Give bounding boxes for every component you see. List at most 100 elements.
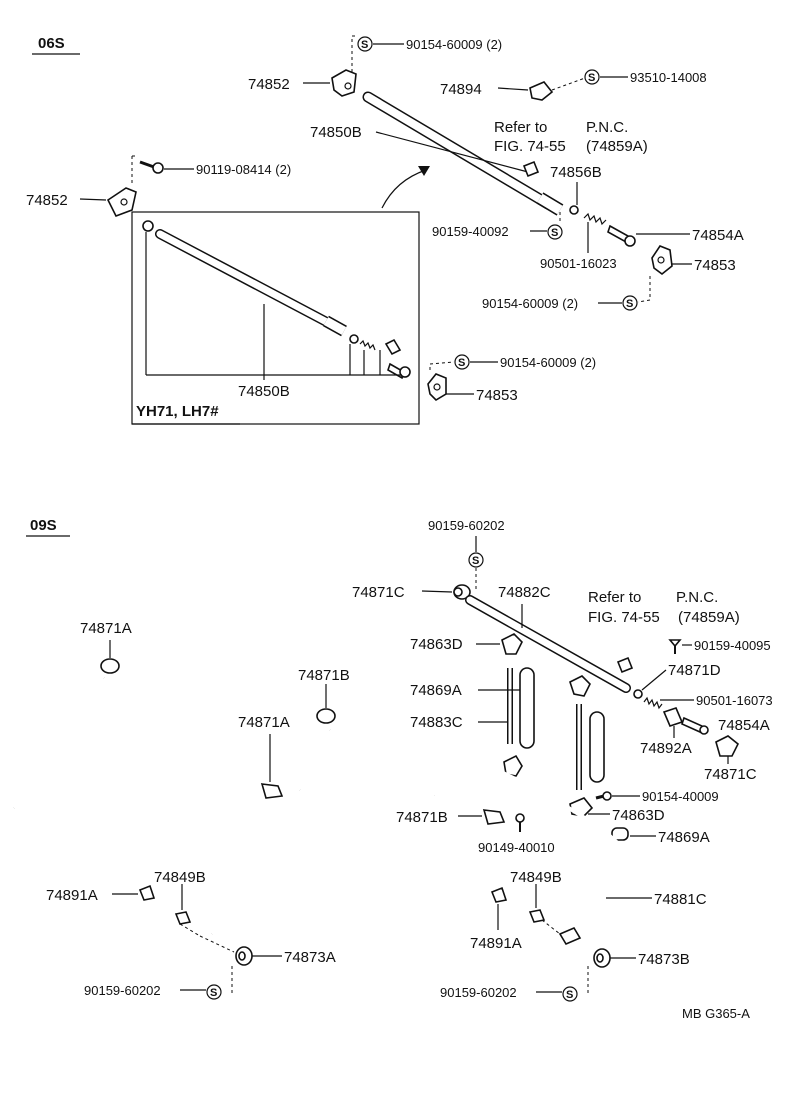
tube-right bbox=[589, 711, 605, 783]
part-label: 74871B bbox=[298, 667, 350, 684]
part-label: 90154-60009 (2) bbox=[500, 355, 596, 370]
part-label: 90159-40095 bbox=[694, 638, 771, 653]
clip-74849b-right bbox=[528, 909, 546, 923]
leader bbox=[641, 669, 667, 691]
part-label: 74891A bbox=[46, 887, 98, 904]
part-label: 74852 bbox=[248, 76, 290, 93]
bolt-90119-08414 bbox=[139, 160, 164, 174]
s-symbol: S bbox=[357, 36, 373, 52]
leader bbox=[497, 87, 529, 91]
clip-74849b-left bbox=[174, 911, 201, 937]
leader bbox=[637, 299, 651, 303]
svg-text:S: S bbox=[588, 72, 595, 84]
spring-90501-16073 bbox=[643, 696, 663, 710]
leader bbox=[541, 919, 561, 935]
cap-74871b-1 bbox=[316, 708, 336, 724]
rod-74882c bbox=[465, 595, 631, 693]
part-label: 74849B bbox=[510, 869, 562, 886]
part-label: 90154-40009 bbox=[642, 789, 719, 804]
s-symbol: S bbox=[622, 295, 638, 311]
part-label: 74863D bbox=[612, 807, 665, 824]
part-label: 74881C bbox=[654, 891, 707, 908]
part-label: 90501-16073 bbox=[696, 693, 773, 708]
inset-label: YH71, LH7# bbox=[136, 403, 219, 420]
part-label: 90159-60202 bbox=[428, 518, 505, 533]
bolt-90149-40010 bbox=[515, 813, 525, 832]
part-label: 74850B bbox=[310, 124, 362, 141]
part-label: 74873A bbox=[284, 949, 336, 966]
leader bbox=[421, 590, 453, 593]
s-symbol: S bbox=[468, 552, 484, 568]
cap-74873a bbox=[235, 946, 253, 966]
screw-90154-40009 bbox=[595, 791, 612, 801]
part-label: 90159-60202 bbox=[440, 985, 517, 1000]
part-label: 93510-14008 bbox=[630, 70, 707, 85]
ref-marker bbox=[522, 160, 540, 178]
bushing-74869a bbox=[611, 827, 629, 841]
part-label: 74894 bbox=[440, 81, 482, 98]
refer-text: Refer to bbox=[494, 119, 547, 136]
pnc-text: P.N.C. bbox=[586, 119, 628, 136]
part-label: 90159-40092 bbox=[432, 224, 509, 239]
part-label: 74871C bbox=[704, 766, 757, 783]
part-label: 74883C bbox=[410, 714, 463, 731]
svg-text:S: S bbox=[458, 357, 465, 369]
cap-74863d-top bbox=[501, 633, 523, 655]
fig-ref-text: FIG. 74-55 bbox=[494, 138, 566, 155]
frame-end-cap bbox=[558, 926, 582, 946]
leader bbox=[551, 77, 586, 91]
part-label: 90159-60202 bbox=[84, 983, 161, 998]
cap-upper-right bbox=[569, 675, 591, 697]
part-label: 74853 bbox=[476, 387, 518, 404]
s-symbol: S bbox=[454, 354, 470, 370]
part-label: 90154-60009 (2) bbox=[406, 37, 502, 52]
part-label: 90149-40010 bbox=[478, 840, 555, 855]
part-label: 74854A bbox=[718, 717, 770, 734]
part-label: 74863D bbox=[410, 636, 463, 653]
svg-text:S: S bbox=[210, 987, 217, 999]
pnc-value-text: (74859A) bbox=[678, 609, 740, 626]
svg-text:S: S bbox=[626, 298, 633, 310]
part-label: 74852 bbox=[26, 192, 68, 209]
cap-74871b-2 bbox=[482, 809, 506, 825]
cap-74873b bbox=[593, 948, 611, 968]
part-label: 74871B bbox=[396, 809, 448, 826]
bracket-74853-right bbox=[651, 245, 673, 276]
bracket-74853-inset bbox=[427, 373, 447, 402]
washer-74871d bbox=[633, 689, 643, 699]
part-label: 90119-08414 (2) bbox=[196, 162, 291, 177]
part-label: 74871D bbox=[668, 662, 721, 679]
part-label: 74849B bbox=[154, 869, 206, 886]
cap-74871a-1 bbox=[100, 658, 120, 674]
svg-text:S: S bbox=[566, 989, 573, 1001]
svg-text:S: S bbox=[472, 555, 479, 567]
leader bbox=[199, 935, 235, 953]
part-label: 74873B bbox=[638, 951, 690, 968]
cap-74871c-top bbox=[453, 584, 471, 600]
part-label: 74854A bbox=[692, 227, 744, 244]
part-label: 74869A bbox=[410, 682, 462, 699]
s-symbol: S bbox=[584, 69, 600, 85]
inset-box bbox=[131, 211, 420, 425]
pnc-text: P.N.C. bbox=[676, 589, 718, 606]
arrow bbox=[381, 169, 427, 209]
screw-90159-40095 bbox=[668, 639, 682, 654]
section-09s-label: 09S bbox=[30, 517, 57, 534]
part-label: 90501-16023 bbox=[540, 256, 617, 271]
part-label: 74891A bbox=[470, 935, 522, 952]
section-06s-label: 06S bbox=[38, 35, 65, 52]
inset-rod-74850b bbox=[142, 220, 411, 380]
footer-code: MB G365-A bbox=[682, 1006, 750, 1021]
bracket-74852-left bbox=[106, 187, 137, 218]
pin-74854a-2 bbox=[681, 716, 709, 735]
pnc-value-text: (74859A) bbox=[586, 138, 648, 155]
pin-74854a bbox=[607, 224, 636, 247]
clip-74894 bbox=[529, 81, 554, 101]
frame-left bbox=[12, 662, 274, 936]
part-label: 74850B bbox=[238, 383, 290, 400]
bushing-74892a bbox=[662, 707, 684, 727]
part-label: 74871C bbox=[352, 584, 405, 601]
s-symbol: S bbox=[547, 224, 563, 240]
bracket-74852-top bbox=[331, 69, 357, 97]
